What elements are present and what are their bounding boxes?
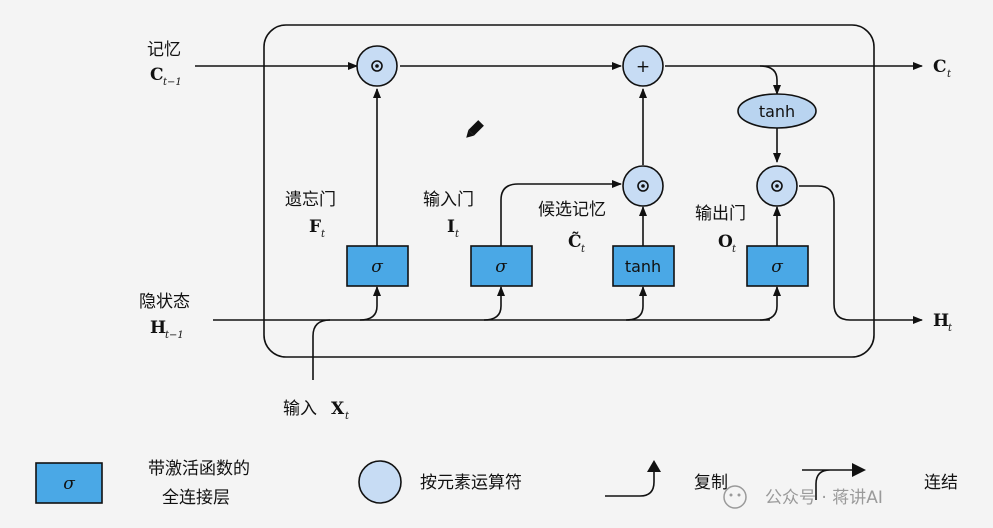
input-gate-sigma: σ — [495, 257, 507, 277]
memory-input-label: 记忆 — [147, 40, 181, 60]
legend-copy-label: 复制 — [694, 473, 728, 493]
x-input-line — [312, 319, 331, 380]
forget-gate-symbol: F — [309, 217, 321, 237]
legend-op-circle — [358, 460, 402, 504]
legend-fc-label-1: 带激活函数的 — [148, 459, 250, 479]
legend: σ 带激活函数的 全连接层 按元素运算符 复制 连结 — [35, 459, 958, 508]
hidden-input-sub: t−1 — [165, 330, 184, 341]
forget-gate-sigma: σ — [371, 257, 383, 277]
x-input-label: 输入 — [283, 399, 317, 419]
legend-fc-swatch — [35, 462, 103, 504]
lstm-cell-frame — [263, 24, 875, 358]
c-output-symbol: C — [933, 57, 947, 77]
forget-mult-op — [356, 45, 398, 87]
memory-input-sub: t−1 — [163, 77, 182, 88]
input-mult-op — [622, 165, 664, 207]
add-op-symbol: + — [636, 57, 650, 77]
memory-input-symbol: C — [150, 65, 164, 85]
output-gate-label: 输出门 — [695, 204, 746, 224]
candidate-layer: tanh — [612, 245, 675, 287]
to-candidate-tanh — [625, 286, 647, 321]
memory-copy-to-tanh — [759, 65, 781, 95]
candidate-tanh: tanh — [625, 257, 661, 276]
input-gate-sub: t — [455, 229, 460, 240]
input-to-mult — [500, 180, 622, 246]
input-gate-layer: σ — [470, 245, 533, 287]
output-mult-op — [756, 165, 798, 207]
memory-tanh-op: tanh — [737, 93, 817, 129]
forget-gate-sub: t — [321, 229, 326, 240]
legend-op-label: 按元素运算符 — [420, 473, 522, 493]
legend-fc-sigma: σ — [63, 474, 75, 494]
memory-tanh-label: tanh — [759, 102, 795, 121]
input-gate-symbol: I — [447, 217, 455, 237]
pen-cursor-icon — [466, 120, 484, 138]
x-input-sub: t — [345, 411, 350, 422]
wechat-logo-icon — [723, 485, 747, 509]
c-output-sub: t — [947, 69, 952, 80]
hidden-input-symbol: H — [150, 318, 166, 338]
to-output-sigma — [759, 286, 781, 321]
h-output-sub: t — [948, 323, 953, 334]
legend-concat-arrow — [802, 469, 855, 500]
to-input-sigma — [483, 286, 505, 321]
input-gate-label: 输入门 — [423, 190, 474, 210]
output-gate-symbol: O — [718, 232, 733, 252]
legend-concat-label: 连结 — [924, 473, 958, 493]
h-output-symbol: H — [933, 311, 949, 331]
forget-gate-label: 遗忘门 — [285, 190, 336, 210]
hidden-input-label: 隐状态 — [139, 292, 190, 312]
candidate-symbol: C̃ — [568, 232, 582, 252]
output-gate-layer: σ — [746, 245, 809, 287]
legend-copy-arrow — [605, 468, 655, 497]
x-input-symbol: X — [331, 399, 345, 419]
watermark-text: 公众号 · 蒋讲AI — [765, 488, 883, 508]
to-forget-sigma — [359, 286, 381, 321]
output-gate-sub: t — [732, 244, 737, 255]
watermark: 公众号 · 蒋讲AI — [723, 485, 883, 509]
candidate-sub: t — [581, 244, 586, 255]
candidate-label: 候选记忆 — [538, 200, 606, 220]
add-op: + — [622, 45, 664, 87]
output-gate-sigma: σ — [771, 257, 783, 277]
legend-fc-label-2: 全连接层 — [162, 488, 230, 508]
hidden-out-line — [799, 185, 923, 324]
forget-gate-layer: σ — [346, 245, 409, 287]
